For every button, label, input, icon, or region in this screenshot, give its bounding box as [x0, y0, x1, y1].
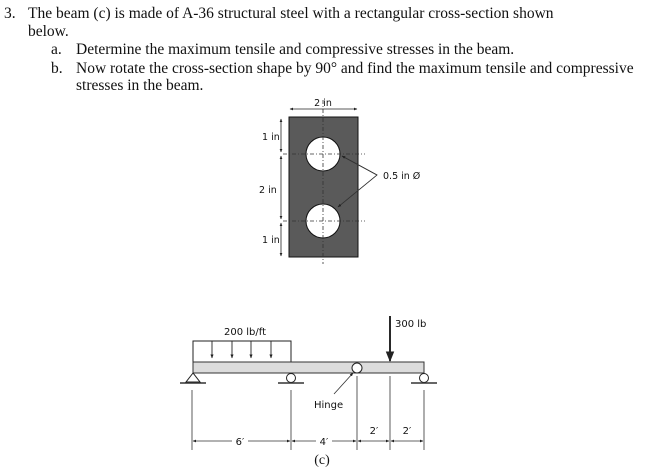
- cross-section: 2 in 1 in 2 in 1 in 0.5 in Ø: [259, 98, 420, 264]
- hole-leader-arrow-top: [341, 155, 378, 176]
- hinge: [351, 362, 363, 374]
- beam-diagram: 200 lb/ft 300 lb Hinge: [180, 316, 437, 468]
- hole-leader-arrow-bottom: [337, 174, 378, 208]
- hole-diameter-label: 0.5 in Ø: [383, 171, 420, 182]
- label-mask: [316, 435, 332, 447]
- middle-dimension-label: 2 in: [259, 185, 277, 196]
- hinge-label: Hinge: [314, 400, 343, 411]
- problem-intro-line1: The beam (c) is made of A-36 structural …: [28, 5, 554, 22]
- roller-support-right: [419, 373, 429, 383]
- width-label: 2 in: [314, 98, 332, 109]
- pin-support: [184, 372, 202, 383]
- distributed-load-label: 200 lb/ft: [224, 327, 266, 338]
- roller-support-middle: [286, 373, 296, 383]
- point-load-label: 300 lb: [395, 319, 426, 330]
- part-b-text-line1: Now rotate the cross-section shape by 90…: [76, 60, 634, 77]
- label-mask: [232, 435, 248, 447]
- hinge-leader: [333, 372, 354, 395]
- span-label-2: 4′: [320, 437, 329, 448]
- problem-intro-line2: below.: [28, 23, 69, 40]
- bottom-dimension-label: 1 in: [262, 235, 280, 246]
- part-a-label: a.: [51, 41, 62, 58]
- span-label-1: 6′: [236, 437, 245, 448]
- beam-body: [192, 361, 425, 374]
- span-label-4: 2′: [403, 426, 412, 437]
- figure-caption: (c): [314, 453, 330, 468]
- part-b-text-line2: stresses in the beam.: [76, 77, 204, 94]
- problem-number: 3.: [4, 5, 16, 22]
- top-dimension-label: 1 in: [262, 132, 280, 143]
- part-a-text: Determine the maximum tensile and compre…: [76, 41, 515, 58]
- part-b-label: b.: [51, 60, 63, 77]
- distributed-load-box: [192, 340, 292, 362]
- span-label-3: 2′: [370, 426, 379, 437]
